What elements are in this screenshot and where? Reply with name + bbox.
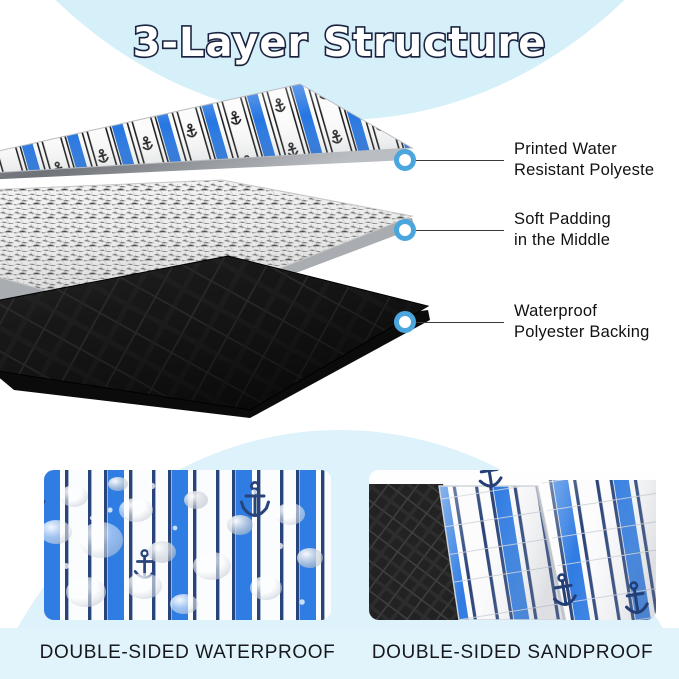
callout-soft-padding: Soft Padding in the Middle <box>394 209 611 251</box>
exploded-layer-diagram <box>0 70 470 440</box>
page-title: 3-Layer Structure <box>131 18 547 67</box>
leader-line <box>416 159 504 161</box>
callout-label-printed-polyester: Printed Water Resistant Polyeste <box>514 140 655 179</box>
callout-waterproof-backing: Waterproof Polyester Backing <box>394 301 649 343</box>
leader-line <box>416 229 504 231</box>
photo-panel-sandproof <box>369 470 656 620</box>
background-bottom-band <box>0 628 679 679</box>
callout-label-soft-padding: Soft Padding in the Middle <box>514 210 611 249</box>
layer-bottom-waterproof-backing <box>0 255 430 418</box>
callout-label-waterproof-backing: Waterproof Polyester Backing <box>514 302 650 341</box>
layer-marker-bottom-icon <box>394 311 416 333</box>
caption-double-sided-sandproof: DOUBLE-SIDED SANDPROOF <box>371 642 654 663</box>
layer-marker-top-icon <box>394 149 416 171</box>
photo-panel-waterproof <box>44 470 331 620</box>
layer-top-printed-polyester <box>0 83 414 180</box>
callout-printed-polyester: Printed Water Resistant Polyeste <box>394 139 654 181</box>
layer-marker-middle-icon <box>394 219 416 241</box>
leader-line <box>416 321 504 323</box>
caption-double-sided-waterproof: DOUBLE-SIDED WATERPROOF <box>39 642 336 663</box>
